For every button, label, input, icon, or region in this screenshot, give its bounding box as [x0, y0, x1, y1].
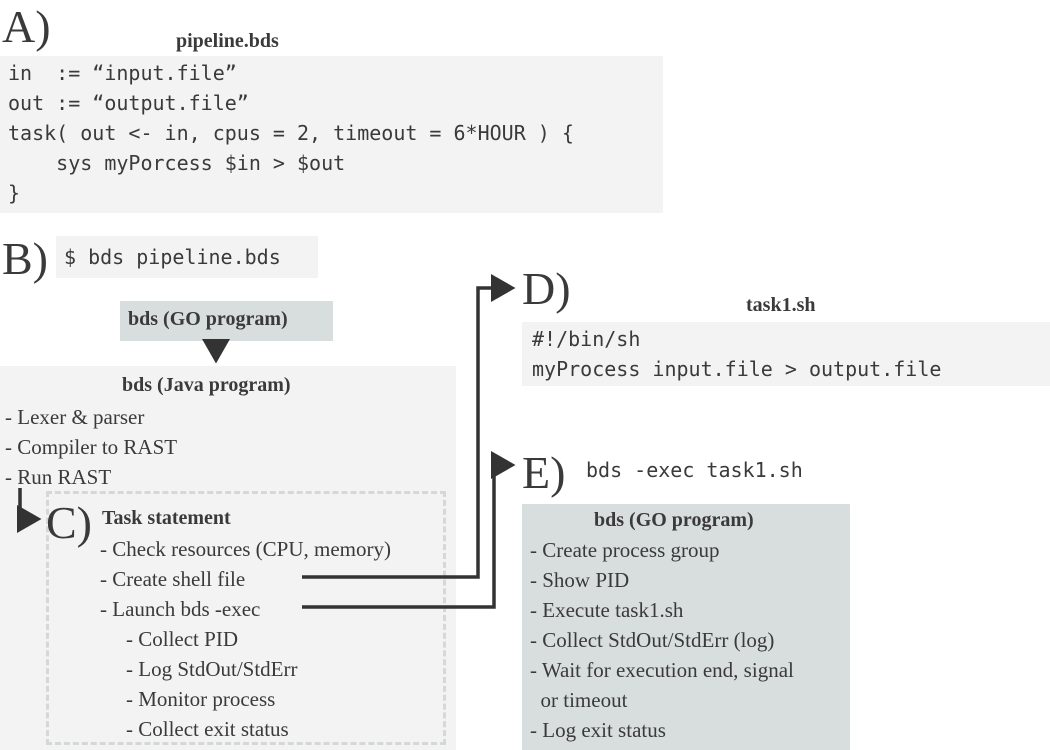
section-d-label: D)	[522, 263, 571, 314]
task-step: - Check resources (CPU, memory)	[100, 537, 392, 561]
task-sub-step: - Collect PID	[126, 627, 238, 651]
code-line: #!/bin/sh	[532, 327, 641, 351]
bds-java-program-title: bds (Java program)	[122, 374, 291, 396]
task-script-code-block: #!/bin/sh myProcess input.file > output.…	[522, 322, 1050, 386]
bds-go-program-label: bds (GO program)	[128, 308, 288, 330]
java-step: - Run RAST	[5, 465, 112, 489]
exec-step: or timeout	[530, 688, 628, 712]
task-sub-step: - Log StdOut/StdErr	[126, 657, 298, 681]
task-step: - Launch bds -exec	[100, 597, 261, 621]
task-statement-title: Task statement	[102, 507, 231, 529]
code-line: sys myPorcess $in > $out	[8, 151, 346, 175]
exec-step: - Collect StdOut/StdErr (log)	[530, 628, 775, 652]
bds-go-program-box: bds (GO program)	[120, 301, 333, 341]
exec-step: - Show PID	[530, 568, 630, 592]
bds-go-exec-box: bds (GO program) - Create process group …	[522, 504, 850, 750]
pipeline-file-title: pipeline.bds	[176, 30, 279, 52]
code-line: task( out <- in, cpus = 2, timeout = 6*H…	[8, 121, 574, 145]
java-step: - Compiler to RAST	[5, 435, 178, 459]
task-sub-step: - Collect exit status	[126, 717, 289, 741]
exec-step: - Wait for execution end, signal	[530, 658, 794, 682]
run-command-box: $ bds pipeline.bds	[56, 236, 318, 278]
run-command: $ bds pipeline.bds	[64, 245, 281, 269]
task-sub-step: - Monitor process	[126, 687, 276, 711]
code-line: }	[8, 181, 21, 205]
exec-step: - Log exit status	[530, 718, 666, 742]
pipeline-code-block: in := “input.file” out := “output.file” …	[0, 56, 663, 213]
bds-go-exec-title: bds (GO program)	[594, 509, 754, 531]
exec-command: bds -exec task1.sh	[586, 458, 803, 482]
section-c-label: C)	[46, 497, 92, 548]
task-script-title: task1.sh	[746, 294, 816, 316]
java-step: - Lexer & parser	[5, 405, 145, 429]
exec-step: - Execute task1.sh	[530, 598, 684, 622]
task-statement-box	[46, 491, 446, 745]
exec-step: - Create process group	[530, 538, 720, 562]
section-e-label: E)	[522, 447, 566, 498]
section-b-label: B)	[2, 233, 48, 284]
code-line: myProcess input.file > output.file	[532, 357, 942, 381]
code-line: out := “output.file”	[8, 91, 249, 115]
code-line: in := “input.file”	[8, 61, 237, 85]
task-step: - Create shell file	[100, 567, 246, 591]
section-a-label: A)	[2, 1, 51, 52]
